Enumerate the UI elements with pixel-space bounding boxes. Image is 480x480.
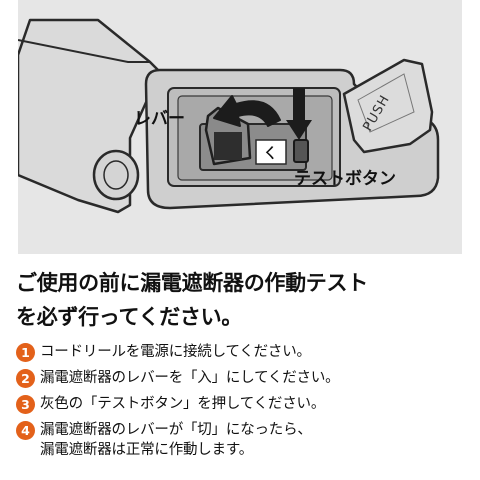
- lever-slot: [214, 132, 242, 160]
- breaker-diagram: ㄑ PUSH レバー テストボタン: [18, 18, 440, 214]
- heading-line-1: ご使用の前に漏電遮断器の作動テスト: [16, 271, 368, 295]
- lid-inset: [357, 73, 415, 133]
- instruction-heading: ご使用の前に漏電遮断器の作動テスト を必ず行ってください。: [16, 266, 468, 334]
- step-item: 3 灰色の「テストボタン」を押してください。: [16, 394, 472, 414]
- test-button[interactable]: [293, 139, 309, 163]
- step-text: 漏電遮断器のレバーが「切」になったら、 漏電遮断器は正常に作動します。: [40, 422, 312, 458]
- step-item: 4 漏電遮断器のレバーが「切」になったら、 漏電遮断器は正常に作動します。: [16, 420, 472, 460]
- lever-state-glyph: ㄑ: [263, 146, 277, 162]
- step-item: 1 コードリールを電源に接続してください。: [16, 342, 472, 362]
- housing-edge: [18, 39, 150, 63]
- step-text: 灰色の「テストボタン」を押してください。: [40, 396, 326, 412]
- step-number-badge: 1: [16, 343, 35, 362]
- lever-callout: レバー: [134, 109, 185, 129]
- step-item: 2 漏電遮断器のレバーを「入」にしてください。: [16, 368, 472, 388]
- step-text: コードリールを電源に接続してください。: [40, 344, 311, 360]
- step-number-badge: 3: [16, 395, 35, 414]
- push-arrow-icon: [286, 120, 312, 140]
- lid[interactable]: [342, 58, 434, 154]
- test-button-callout: テストボタン: [294, 169, 396, 189]
- housing-knob-inner: [103, 160, 129, 190]
- step-text: 漏電遮断器のレバーを「入」にしてください。: [40, 370, 340, 386]
- steps-list: 1 コードリールを電源に接続してください。 2 漏電遮断器のレバーを「入」にして…: [16, 342, 472, 466]
- push-arrow-shaft: [293, 88, 305, 124]
- step-number-badge: 4: [16, 421, 35, 440]
- housing-knob: [92, 149, 140, 201]
- heading-line-2: を必ず行ってください。: [16, 305, 243, 329]
- lever-state-window: [255, 139, 287, 165]
- breaker-illustration: ㄑ PUSH レバー テストボタン: [18, 0, 462, 254]
- lever-arrow-icon: [213, 95, 281, 127]
- step-number-badge: 2: [16, 369, 35, 388]
